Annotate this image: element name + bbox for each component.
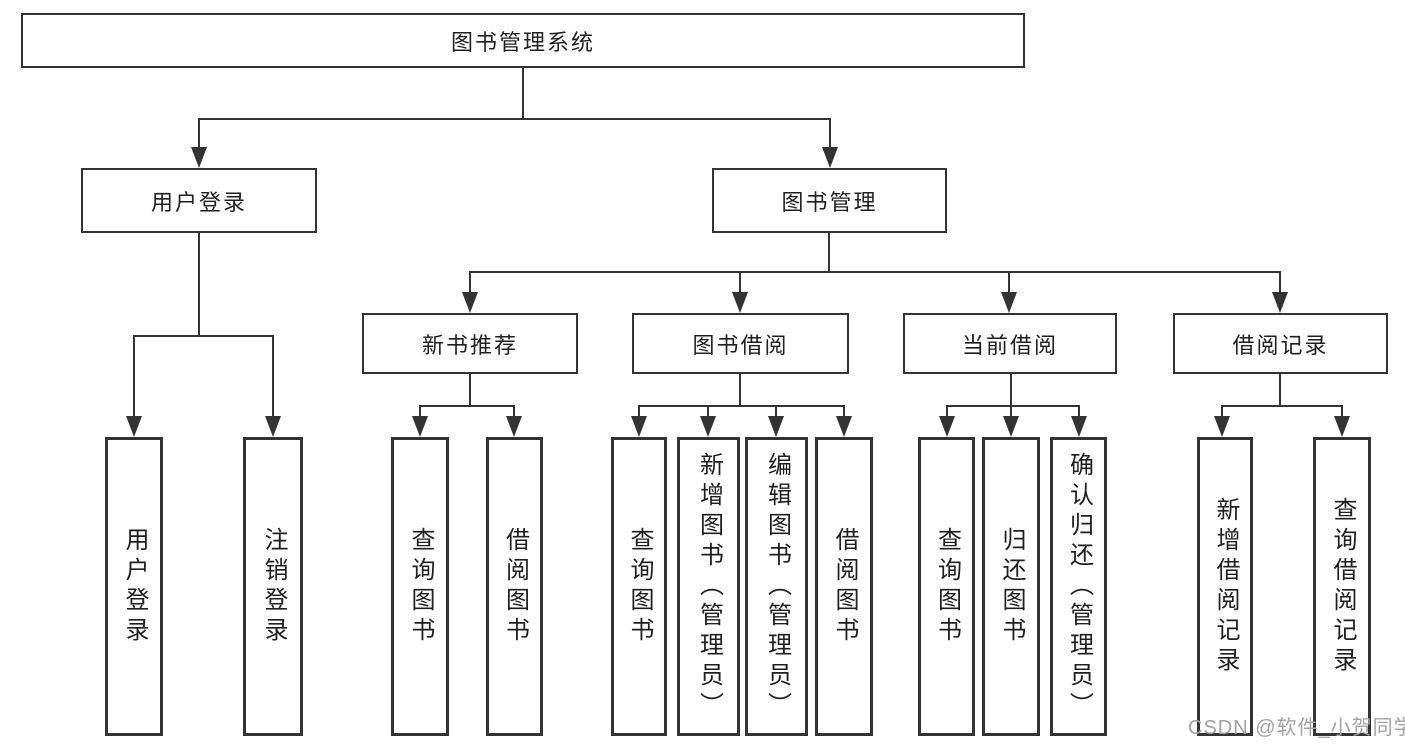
leaf-add-book-admin-label: 新增图书（管理员）	[695, 451, 723, 722]
node-new-book-recommend: 新书推荐	[362, 313, 578, 374]
leaf-return-book: 归还图书	[982, 437, 1040, 736]
leaf-borrow-books-borrowing: 借阅图书	[815, 437, 873, 736]
node-book-management-label: 图书管理	[781, 189, 878, 215]
leaf-add-book-admin: 新增图书（管理员）	[677, 437, 740, 736]
node-user-login-group: 用户登录	[81, 168, 317, 233]
leaf-return-book-label: 归还图书	[998, 526, 1025, 647]
leaf-query-borrow-record-label: 查询借阅记录	[1329, 496, 1356, 677]
leaf-borrow-books-borrowing-label: 借阅图书	[831, 526, 858, 647]
node-root: 图书管理系统	[21, 13, 1025, 68]
leaf-query-books-current: 查询图书	[918, 437, 975, 736]
watermark: CSDN @软件_小贺同学	[1188, 717, 1405, 739]
node-current-borrowing: 当前借阅	[903, 313, 1117, 374]
connector-path	[133, 68, 1343, 418]
leaf-borrow-books-recommend-label: 借阅图书	[501, 526, 529, 647]
leaf-confirm-return-admin-label: 确认归还（管理员）	[1065, 451, 1093, 722]
leaf-edit-book-admin-label: 编辑图书（管理员）	[763, 451, 791, 722]
node-new-book-recommend-label: 新书推荐	[421, 332, 518, 358]
leaf-query-books-borrowing-label: 查询图书	[626, 526, 653, 647]
node-book-borrowing-label: 图书借阅	[692, 332, 789, 358]
leaf-query-books-recommend: 查询图书	[391, 437, 449, 736]
leaf-borrow-books-recommend: 借阅图书	[486, 437, 543, 736]
leaf-logout: 注销登录	[243, 437, 303, 736]
node-borrowing-records: 借阅记录	[1173, 313, 1388, 374]
leaf-confirm-return-admin: 确认归还（管理员）	[1050, 437, 1107, 736]
leaf-logout-label: 注销登录	[260, 526, 287, 647]
leaf-user-login-label: 用户登录	[121, 526, 148, 647]
leaf-query-books-borrowing: 查询图书	[611, 437, 667, 736]
arrowheads	[126, 147, 1350, 437]
node-borrowing-records-label: 借阅记录	[1232, 332, 1329, 358]
leaf-add-borrow-record-label: 新增借阅记录	[1212, 496, 1239, 677]
leaf-edit-book-admin: 编辑图书（管理员）	[745, 437, 808, 736]
leaf-query-books-recommend-label: 查询图书	[407, 526, 434, 647]
leaf-query-borrow-record: 查询借阅记录	[1313, 437, 1371, 736]
node-book-borrowing: 图书借阅	[632, 313, 849, 374]
leaf-user-login: 用户登录	[105, 437, 163, 736]
node-root-label: 图书管理系统	[450, 29, 595, 55]
leaf-add-borrow-record: 新增借阅记录	[1197, 437, 1253, 736]
node-book-management: 图书管理	[712, 168, 947, 233]
node-user-login-group-label: 用户登录	[150, 189, 247, 215]
node-current-borrowing-label: 当前借阅	[961, 332, 1058, 358]
leaf-query-books-current-label: 查询图书	[933, 526, 961, 647]
